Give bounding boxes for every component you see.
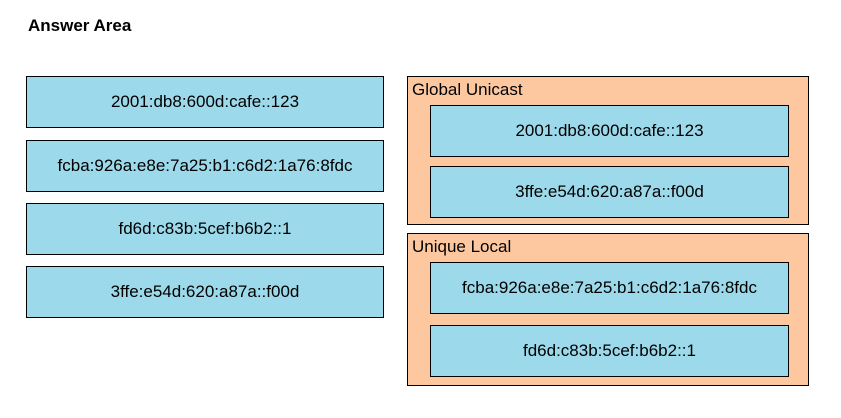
source-item-4[interactable]: 3ffe:e54d:620:a87a::f00d xyxy=(26,266,384,318)
group-label-global-unicast: Global Unicast xyxy=(412,80,523,99)
target-item-global-unicast-1[interactable]: 2001:db8:600d:cafe::123 xyxy=(430,105,789,157)
target-item-unique-local-1[interactable]: fcba:926a:e8e:7a25:b1:c6d2:1a76:8fdc xyxy=(430,262,789,314)
group-label-unique-local: Unique Local xyxy=(412,237,512,256)
source-item-3[interactable]: fd6d:c83b:5cef:b6b2::1 xyxy=(26,203,384,255)
page-title: Answer Area xyxy=(28,16,132,35)
source-item-2[interactable]: fcba:926a:e8e:7a25:b1:c6d2:1a76:8fdc xyxy=(26,140,384,192)
target-item-global-unicast-2[interactable]: 3ffe:e54d:620:a87a::f00d xyxy=(430,166,789,218)
source-item-1[interactable]: 2001:db8:600d:cafe::123 xyxy=(26,76,384,128)
target-item-unique-local-2[interactable]: fd6d:c83b:5cef:b6b2::1 xyxy=(430,325,789,377)
